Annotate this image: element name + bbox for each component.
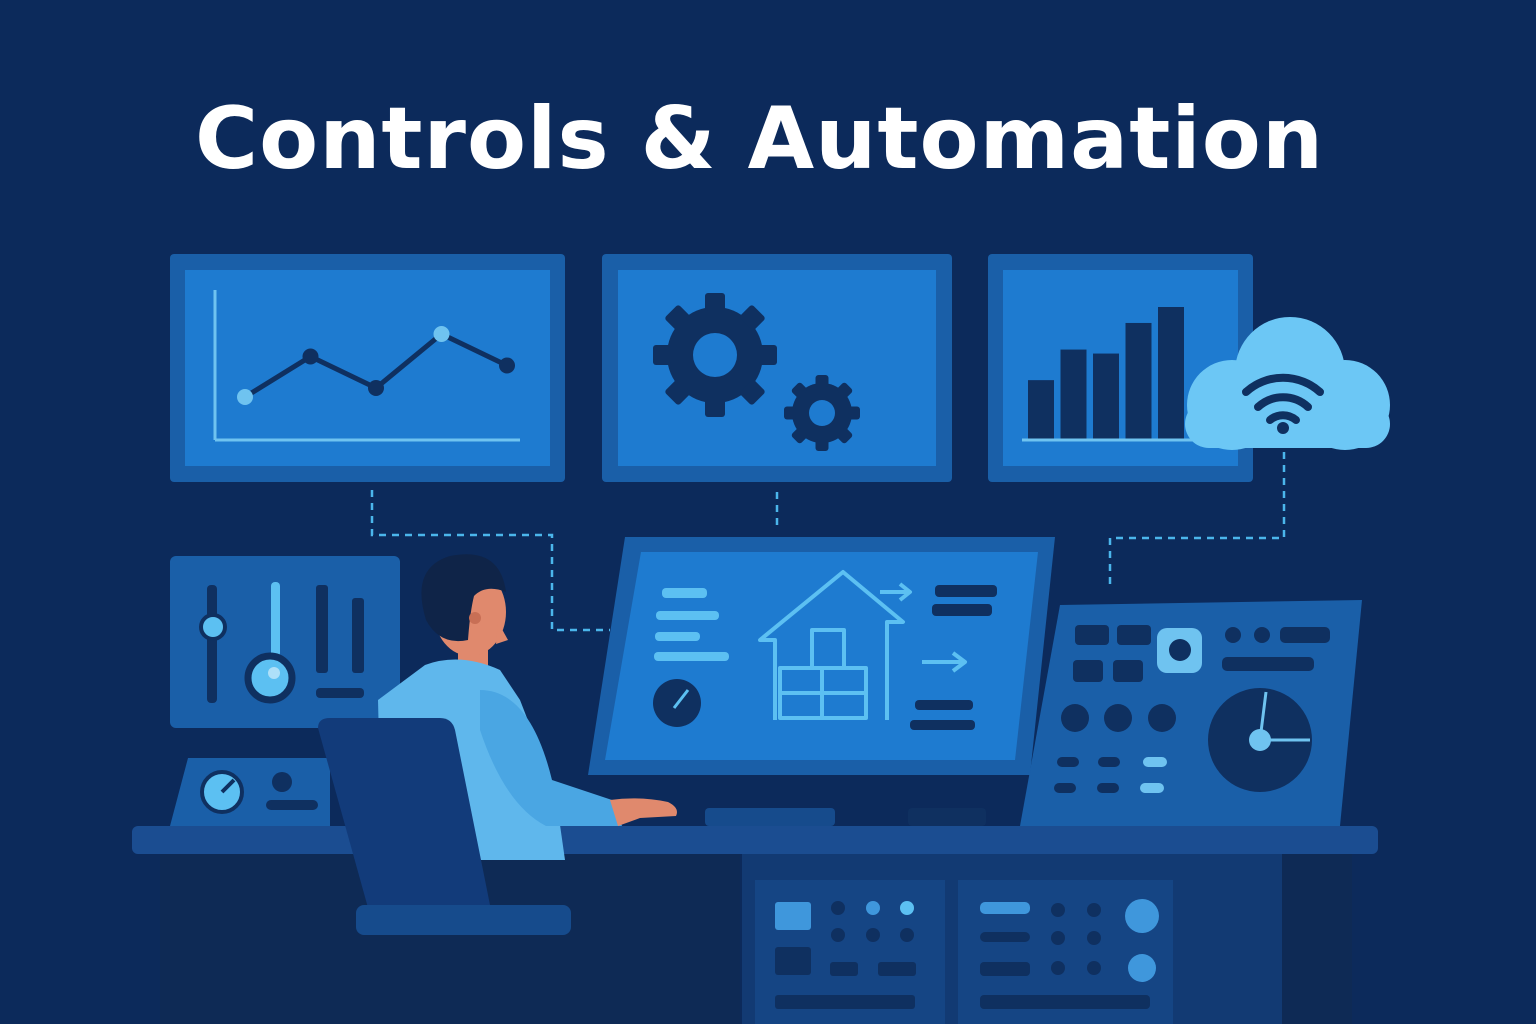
- line-chart-icon: [213, 290, 520, 442]
- gear-tooth: [705, 293, 725, 311]
- lower-left-console: [170, 758, 330, 826]
- page-title: Controls & Automation: [195, 89, 1325, 189]
- gear-tooth: [759, 345, 777, 365]
- gear-tooth: [848, 406, 860, 420]
- gear-tooth: [837, 428, 853, 444]
- monitor-line-chart: [170, 254, 565, 482]
- gear-tooth: [815, 375, 829, 387]
- gear-tooth: [665, 380, 690, 405]
- gear-tooth: [740, 380, 765, 405]
- line-point: [368, 380, 384, 396]
- bar: [1028, 380, 1054, 440]
- gauge-icon: [1208, 688, 1312, 792]
- line-points: [237, 326, 515, 405]
- gear-tooth: [665, 305, 690, 330]
- bar: [1093, 353, 1119, 440]
- gear-tooth: [791, 382, 807, 398]
- line-point: [302, 348, 319, 365]
- line-point: [237, 389, 253, 405]
- bar: [1125, 322, 1152, 440]
- gear-tooth: [705, 399, 725, 417]
- gauge-icon: [653, 679, 701, 727]
- office-chair: [318, 718, 571, 1024]
- gear-tooth: [791, 428, 807, 444]
- cloud-wifi-icon: [1185, 317, 1390, 450]
- desk-panel-right: [958, 880, 1173, 1024]
- bar-chart-icon: [1022, 307, 1220, 442]
- house-boxes-icon: [758, 570, 967, 720]
- line-point: [433, 326, 450, 342]
- gear-tooth: [815, 439, 829, 451]
- main-monitor: [588, 537, 1055, 826]
- bar: [1158, 307, 1184, 440]
- line-point: [499, 357, 515, 374]
- gear-tooth: [784, 406, 796, 420]
- slider-control-panel: [170, 556, 400, 728]
- gear-tooth: [740, 305, 765, 330]
- gears-icon: [653, 293, 860, 451]
- network-connectors: [370, 452, 1286, 632]
- bar: [1060, 349, 1087, 440]
- desk-panel-left: [755, 880, 945, 1024]
- gear-tooth: [837, 382, 853, 398]
- gear-tooth: [653, 345, 671, 365]
- right-control-panel: [1020, 600, 1362, 826]
- monitor-gears: [602, 254, 952, 482]
